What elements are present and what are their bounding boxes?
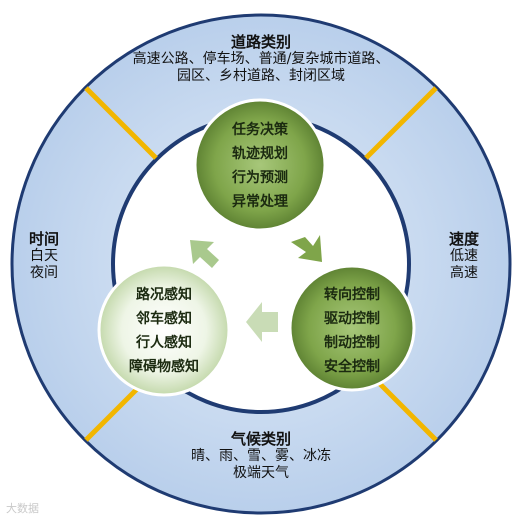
control-item: 转向控制 [324,287,380,303]
control-item: 驱动控制 [324,311,380,327]
climate-label: 气候类别 晴、雨、雪、雾、冰冻 极端天气 [160,430,362,482]
climate-line-1: 晴、雨、雪、雾、冰冻 [191,448,331,464]
decision-item: 任务决策 [232,122,288,138]
climate-title: 气候类别 [230,430,291,448]
perception-item: 路况感知 [136,287,192,303]
watermark: 大数据 [6,502,39,515]
climate-line-2: 极端天气 [233,464,289,481]
road-type-line-2: 园区、乡村道路、封闭区域 [177,67,345,84]
road-type-label: 道路类别 高速公路、停车场、普通/复杂城市道路、 园区、乡村道路、封闭区域 [110,33,412,85]
decision-text: 任务决策 轨迹规划 行为预测 异常处理 [205,118,315,214]
control-text: 转向控制 驱动控制 制动控制 安全控制 [297,283,407,379]
speed-label: 速度 低速 高速 [434,230,494,282]
time-label: 时间 白天 夜间 [14,230,74,282]
time-line-2: 夜间 [30,264,58,281]
decision-item: 行为预测 [232,170,288,186]
time-line-1: 白天 [30,248,58,264]
arrow-perception-to-decision [190,240,219,268]
circle-control [288,264,416,392]
road-type-title: 道路类别 [230,33,291,51]
speed-line-2: 高速 [450,264,478,281]
control-item: 安全控制 [324,359,380,375]
divider-top-right [364,86,438,160]
divider-top-left [84,86,158,160]
arrow-decision-to-control [291,235,322,262]
perception-item: 行人感知 [136,335,192,351]
perception-text: 路况感知 邻车感知 行人感知 障碍物感知 [104,283,224,379]
circle-perception [97,263,231,397]
decision-item: 异常处理 [232,194,288,210]
road-type-line-1: 高速公路、停车场、普通/复杂城市道路、 [132,51,390,67]
decision-item: 轨迹规划 [232,146,288,162]
time-title: 时间 [28,230,59,248]
perception-item: 邻车感知 [136,311,192,327]
speed-title: 速度 [448,230,479,248]
speed-line-1: 低速 [450,248,478,264]
circle-decision [193,98,327,232]
control-item: 制动控制 [324,335,380,351]
arrow-control-to-perception [246,302,278,342]
perception-item: 障碍物感知 [129,359,199,375]
